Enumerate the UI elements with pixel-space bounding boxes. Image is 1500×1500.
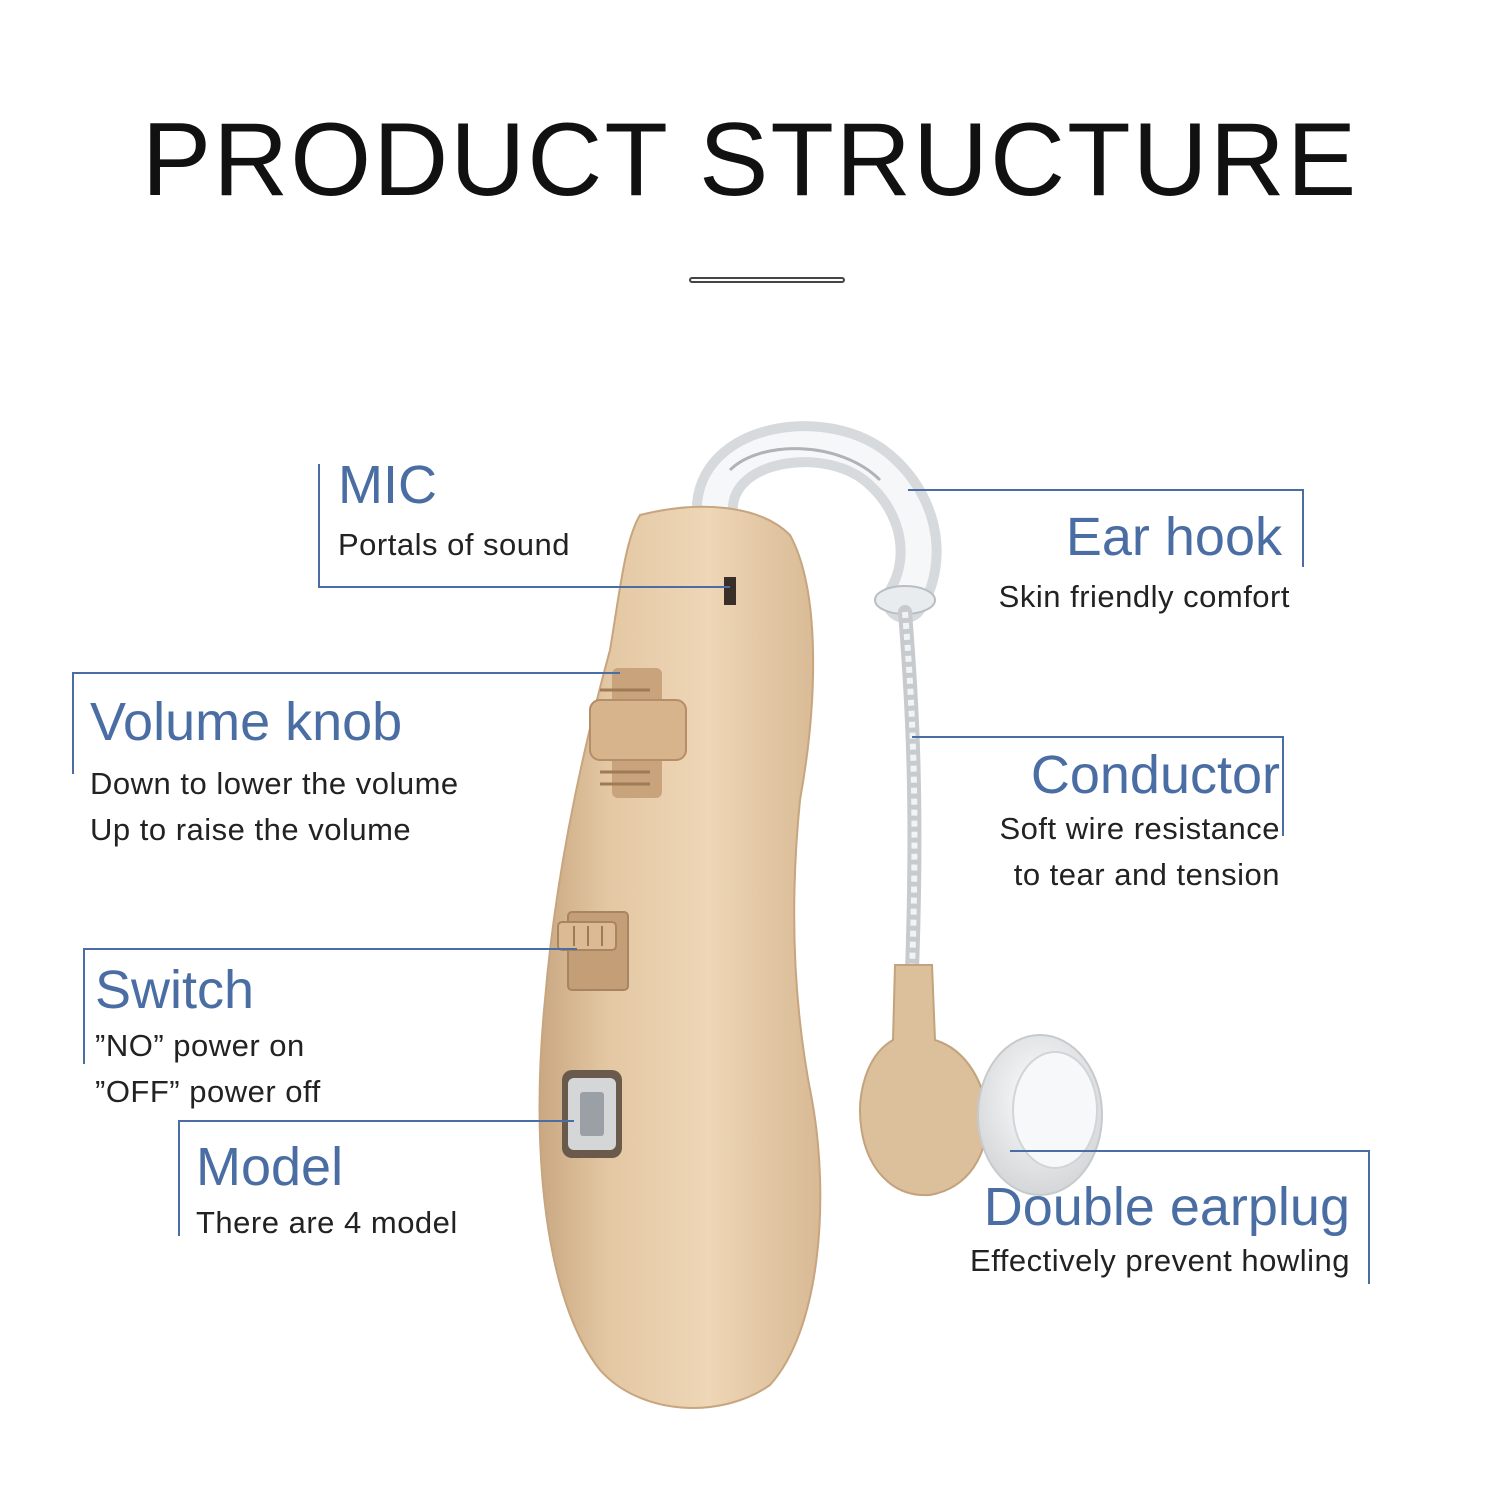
switch-leader-horizontal xyxy=(83,948,577,950)
conductor-leader-horizontal xyxy=(912,736,1284,738)
power-switch xyxy=(557,911,629,991)
label-double-earplug-desc: Effectively prevent howling xyxy=(970,1243,1350,1278)
title-divider xyxy=(689,277,845,283)
label-double-earplug: Double earplug Effectively prevent howli… xyxy=(970,1180,1350,1284)
label-model-title: Model xyxy=(196,1137,344,1197)
earpiece-holder xyxy=(859,964,988,1197)
label-volume-knob: Volume knob Down to lower the volume Up … xyxy=(90,695,459,853)
volume-leader-vertical xyxy=(72,672,74,774)
double-earplug xyxy=(977,1034,1103,1196)
model-button xyxy=(562,1070,622,1158)
volume-leader-horizontal xyxy=(72,672,620,674)
label-switch-title: Switch xyxy=(95,960,255,1020)
volume-knob xyxy=(589,668,687,798)
mic-port xyxy=(724,577,736,605)
model-leader-vertical xyxy=(178,1120,180,1236)
label-model: Model There are 4 model xyxy=(196,1140,458,1246)
label-mic: MIC Portals of sound xyxy=(338,458,570,568)
label-volume-knob-desc-2: Up to raise the volume xyxy=(90,812,412,847)
ear-hook-leader-horizontal xyxy=(908,489,1304,491)
earplug-leader-vertical xyxy=(1368,1150,1370,1284)
earplug-leader-horizontal xyxy=(1010,1150,1370,1152)
label-volume-knob-title: Volume knob xyxy=(90,692,403,752)
label-double-earplug-title: Double earplug xyxy=(983,1177,1350,1237)
model-leader-horizontal xyxy=(178,1120,574,1122)
label-model-desc: There are 4 model xyxy=(196,1205,458,1240)
switch-leader-vertical xyxy=(83,948,85,1064)
conductor-leader-vertical xyxy=(1282,736,1284,836)
label-conductor-desc-2: to tear and tension xyxy=(1013,857,1280,892)
label-ear-hook-desc: Skin friendly comfort xyxy=(998,579,1290,614)
label-switch: Switch ”NO” power on ”OFF” power off xyxy=(95,963,321,1115)
mic-leader-vertical xyxy=(318,464,320,588)
label-volume-knob-desc-1: Down to lower the volume xyxy=(90,766,459,801)
label-switch-desc-2: ”OFF” power off xyxy=(95,1074,321,1109)
label-ear-hook-title: Ear hook xyxy=(1065,507,1282,567)
label-switch-desc-1: ”NO” power on xyxy=(95,1028,305,1063)
page-title: PRODUCT STRUCTURE xyxy=(141,102,1359,218)
mic-leader-horizontal xyxy=(318,586,730,588)
label-mic-desc: Portals of sound xyxy=(338,527,571,562)
label-mic-title: MIC xyxy=(338,455,437,515)
label-ear-hook: Ear hook Skin friendly comfort xyxy=(999,507,1290,620)
label-conductor-desc-1: Soft wire resistance xyxy=(999,811,1280,846)
ear-hook-leader-vertical xyxy=(1302,489,1304,567)
label-conductor-title: Conductor xyxy=(1030,745,1280,805)
label-conductor: Conductor Soft wire resistance to tear a… xyxy=(1000,748,1281,898)
